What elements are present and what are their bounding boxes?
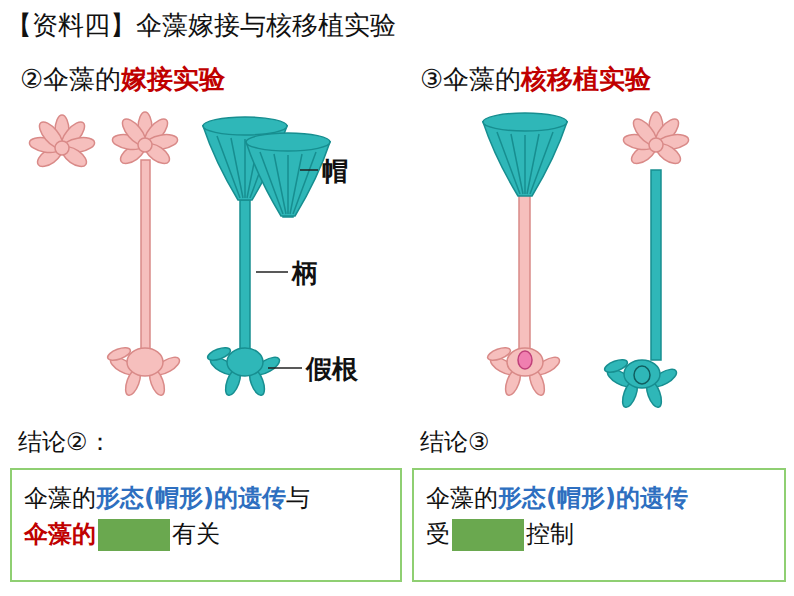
part-label: 帽 — [322, 154, 348, 189]
leader-line — [256, 170, 318, 368]
conclusion-text: 受 — [426, 520, 450, 548]
answer-blank — [452, 519, 524, 550]
subtitle-highlight: 核移植实验 — [521, 62, 651, 97]
conclusion-text: 形态(帽形)的遗传 — [498, 484, 688, 512]
conclusion-label: 结论②： — [18, 426, 112, 458]
conclusion-text: 形态(帽形)的遗传 — [96, 484, 286, 512]
part-label: 假根 — [306, 352, 358, 387]
conclusion-text: 控制 — [526, 520, 574, 548]
part-label: 柄 — [292, 256, 318, 291]
conclusion-box: 伞藻的形态(帽形)的遗传与伞藻的有关 — [10, 468, 402, 582]
conclusion-text: 伞藻的 — [24, 520, 96, 548]
subtitle-highlight: 嫁接实验 — [121, 62, 225, 97]
conclusion-text: 与 — [286, 484, 310, 512]
conclusion-label: 结论③ — [420, 426, 490, 458]
subtitle: ②伞藻的 — [20, 62, 121, 97]
conclusion-box: 伞藻的形态(帽形)的遗传受 控制 — [412, 468, 786, 582]
conclusion-text: 伞藻的 — [426, 484, 498, 512]
conclusion-text: 有关 — [172, 520, 220, 548]
answer-blank — [98, 519, 170, 550]
page-title: 【资料四】伞藻嫁接与核移植实验 — [6, 8, 396, 43]
conclusion-text: 伞藻的 — [24, 484, 96, 512]
subtitle: ③伞藻的 — [420, 62, 521, 97]
